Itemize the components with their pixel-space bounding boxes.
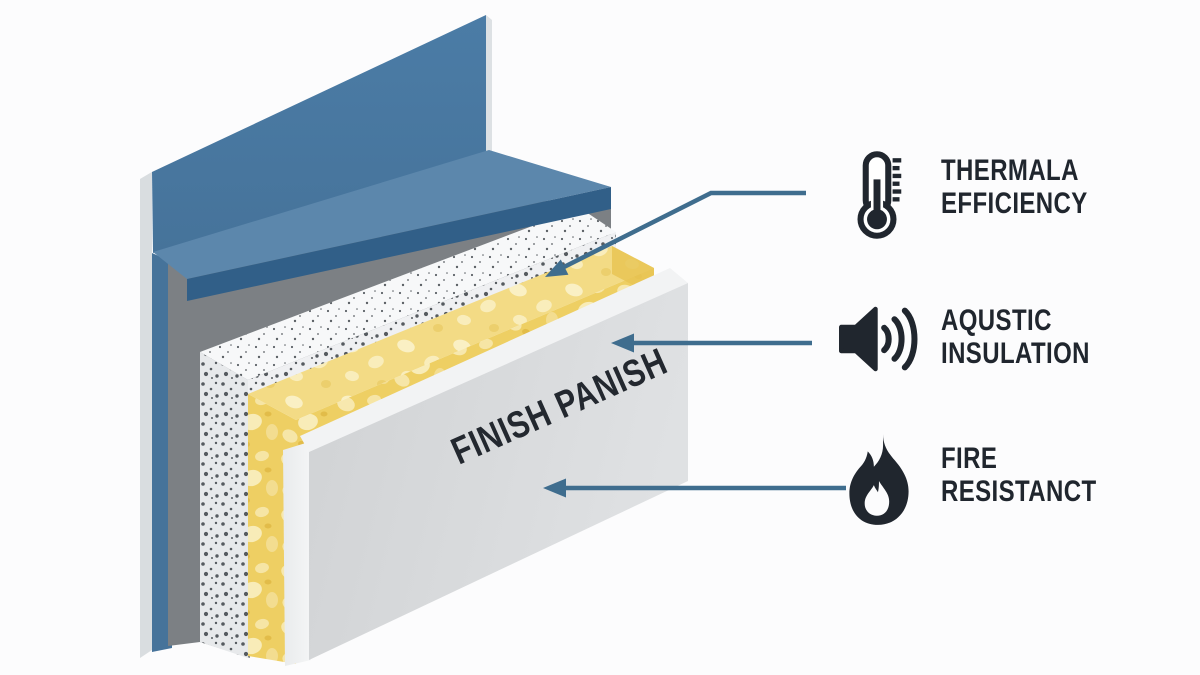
mounting-plank-front-face: [187, 187, 611, 301]
legend-fire: FIRE RESISTANCT: [941, 442, 1149, 508]
finish-panel-front-face: [309, 283, 688, 660]
wall-back-panel-lower-strip: [152, 253, 172, 652]
wall-back-panel: [152, 15, 486, 253]
leader-arrow-fire: [543, 478, 846, 498]
shadow-gap: [168, 193, 611, 658]
legend-fire-line2: RESISTANCT: [941, 475, 1097, 508]
speaker-icon: [839, 306, 918, 372]
wall-right-edge: [486, 15, 492, 158]
legend-thermal: THERMALA EFFICIENCY: [941, 154, 1149, 220]
leader-arrow-acoustic: [611, 333, 812, 353]
thermometer-icon: [857, 151, 902, 239]
legend-acoustic-line1: AQUSTIC: [941, 304, 1052, 337]
insulation-board-left-face-dots: [200, 352, 248, 658]
wall-left-edge: [140, 172, 152, 658]
legend-thermal-line1: THERMALA: [941, 154, 1079, 187]
legend-thermal-line2: EFFICIENCY: [941, 187, 1088, 220]
legend-acoustic-line2: INSULATION: [941, 337, 1090, 370]
foam-layer-top-face: [248, 246, 654, 420]
finish-panel-left-face: [283, 442, 311, 666]
mounting-plank-top-face: [153, 150, 611, 279]
legend-fire-line1: FIRE: [941, 442, 998, 475]
insulation-board-top-face-dots: [200, 208, 616, 380]
leader-arrow-thermal: [545, 190, 806, 277]
legend-acoustic: AQUSTIC INSULATION: [941, 304, 1149, 370]
flame-icon: [849, 434, 909, 525]
finish-panel-top-face: [300, 268, 688, 452]
